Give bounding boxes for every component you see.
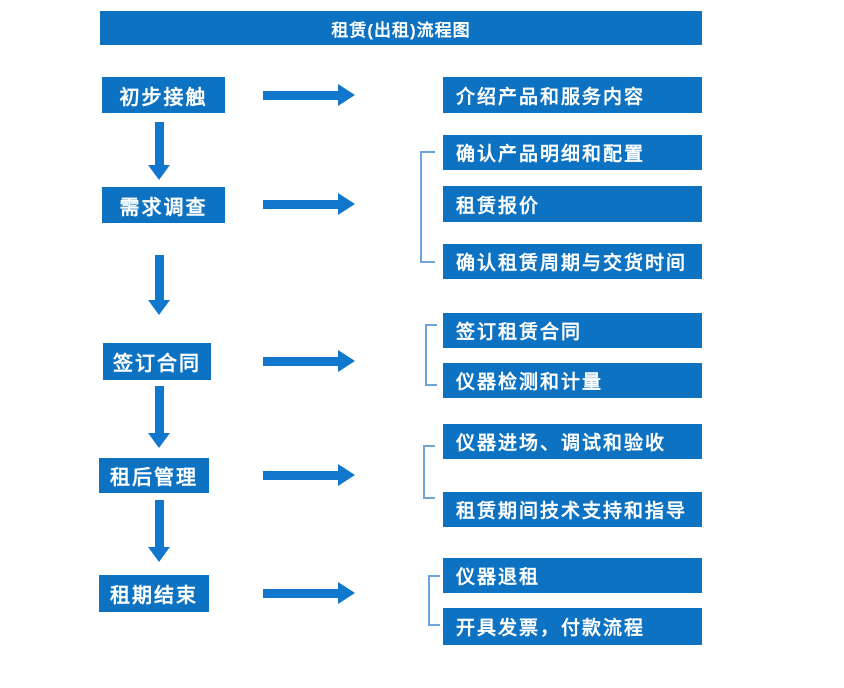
arrow-head [148,433,170,448]
arrow-head [338,193,355,215]
step-box-sign-contract: 签订合同 [103,343,211,380]
arrow-down-icon [148,122,170,180]
arrow-shaft [154,255,164,300]
arrow-head [338,464,355,486]
detail-box-instrument-return: 仪器退租 [443,558,702,593]
detail-box-instrument-testing: 仪器检测和计量 [443,363,702,398]
detail-box-sign-rental-contract: 签订租赁合同 [443,313,702,348]
detail-box-rental-quote: 租赁报价 [443,186,702,222]
arrow-shaft [154,500,164,547]
arrow-shaft [263,199,338,209]
page-title: 租赁(出租)流程图 [100,11,702,45]
arrow-shaft [154,122,164,165]
arrow-right-icon [263,350,355,372]
arrow-head [148,165,170,180]
bracket-connector [420,151,435,263]
arrow-head [338,350,355,372]
arrow-shaft [154,386,164,433]
detail-box-instrument-setup-acceptance: 仪器进场、调试和验收 [443,424,702,459]
step-box-post-rental-management: 租后管理 [99,458,209,493]
arrow-down-icon [148,255,170,315]
arrow-head [148,547,170,562]
detail-box-introduce-products: 介绍产品和服务内容 [443,77,702,113]
bracket-connector [428,575,440,626]
arrow-right-icon [263,193,355,215]
step-box-initial-contact: 初步接触 [102,77,225,113]
arrow-head [338,84,355,106]
arrow-down-icon [148,500,170,562]
arrow-shaft [263,356,338,366]
step-box-lease-end: 租期结束 [99,575,209,612]
arrow-head [338,582,355,604]
arrow-shaft [263,90,338,100]
detail-box-confirm-product-config: 确认产品明细和配置 [443,135,702,170]
arrow-head [148,300,170,315]
arrow-down-icon [148,386,170,448]
bracket-connector [425,324,437,386]
arrow-shaft [263,470,338,480]
bracket-connector [423,445,435,499]
detail-box-invoice-payment: 开具发票，付款流程 [443,608,702,645]
step-box-demand-survey: 需求调查 [102,187,225,223]
arrow-right-icon [263,464,355,486]
detail-box-technical-support: 租赁期间技术支持和指导 [443,492,702,527]
arrow-shaft [263,588,338,598]
detail-box-confirm-period-delivery: 确认租赁周期与交货时间 [443,244,702,279]
arrow-right-icon [263,84,355,106]
arrow-right-icon [263,582,355,604]
